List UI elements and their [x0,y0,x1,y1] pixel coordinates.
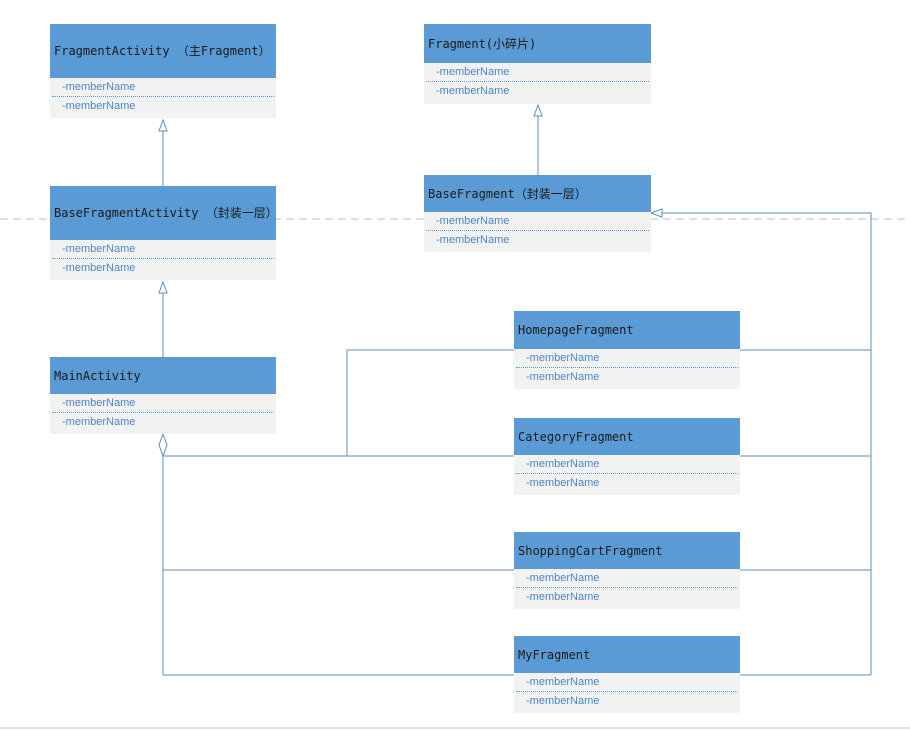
class-member: -memberName [436,85,510,97]
class-name: MainActivity [50,357,276,394]
class-member: -memberName [62,243,136,255]
class-member: -memberName [526,572,600,584]
member-separator [52,258,274,259]
class-main-activity: MainActivity -memberName -memberName [50,357,276,434]
class-name: ShoppingCartFragment [514,532,740,569]
class-member: -memberName [62,81,136,93]
member-separator [516,367,738,368]
class-name: BaseFragmentActivity （封装一层） [50,186,276,240]
class-name: MyFragment [514,636,740,673]
member-separator [426,81,649,82]
member-separator [516,587,738,588]
class-member: -memberName [436,66,510,78]
class-member: -memberName [436,215,510,227]
inheritance-base-fragment-activity-to-fragment-activity [158,118,168,186]
class-name: BaseFragment（封装一层） [424,175,651,212]
class-name: FragmentActivity （主Fragment） [50,24,276,78]
class-member: -memberName [62,262,136,274]
class-member: -memberName [526,371,600,383]
class-member: -memberName [526,591,600,603]
class-name: Fragment(小碎片) [424,24,651,63]
member-separator [52,412,274,413]
class-base-fragment-activity: BaseFragmentActivity （封装一层） -memberName … [50,186,276,280]
class-fragment: Fragment(小碎片) -memberName -memberName [424,24,651,104]
class-member: -memberName [526,458,600,470]
inheritance-base-fragment-to-fragment [533,103,543,175]
class-member: -memberName [526,352,600,364]
inheritance-main-activity-to-base-fragment-activity [158,280,168,357]
class-member: -memberName [526,477,600,489]
class-member: -memberName [62,397,136,409]
class-member: -memberName [62,416,136,428]
class-name: HomepageFragment [514,311,740,349]
class-member: -memberName [436,234,510,246]
member-separator [516,691,738,692]
class-fragment-activity: FragmentActivity （主Fragment） -memberName… [50,24,276,118]
member-separator [426,230,649,231]
inheritance-fragments-to-base-fragment [649,208,872,676]
class-my-fragment: MyFragment -memberName -memberName [514,636,740,713]
class-category-fragment: CategoryFragment -memberName -memberName [514,418,740,495]
class-homepage-fragment: HomepageFragment -memberName -memberName [514,311,740,389]
class-name: CategoryFragment [514,418,740,455]
member-separator [516,473,738,474]
class-member: -memberName [62,100,136,112]
class-base-fragment: BaseFragment（封装一层） -memberName -memberNa… [424,175,651,252]
class-member: -memberName [526,695,600,707]
class-member: -memberName [526,676,600,688]
member-separator [52,96,274,97]
class-shopping-cart-fragment: ShoppingCartFragment -memberName -member… [514,532,740,609]
aggregation-main-activity-to-fragments [158,349,514,676]
